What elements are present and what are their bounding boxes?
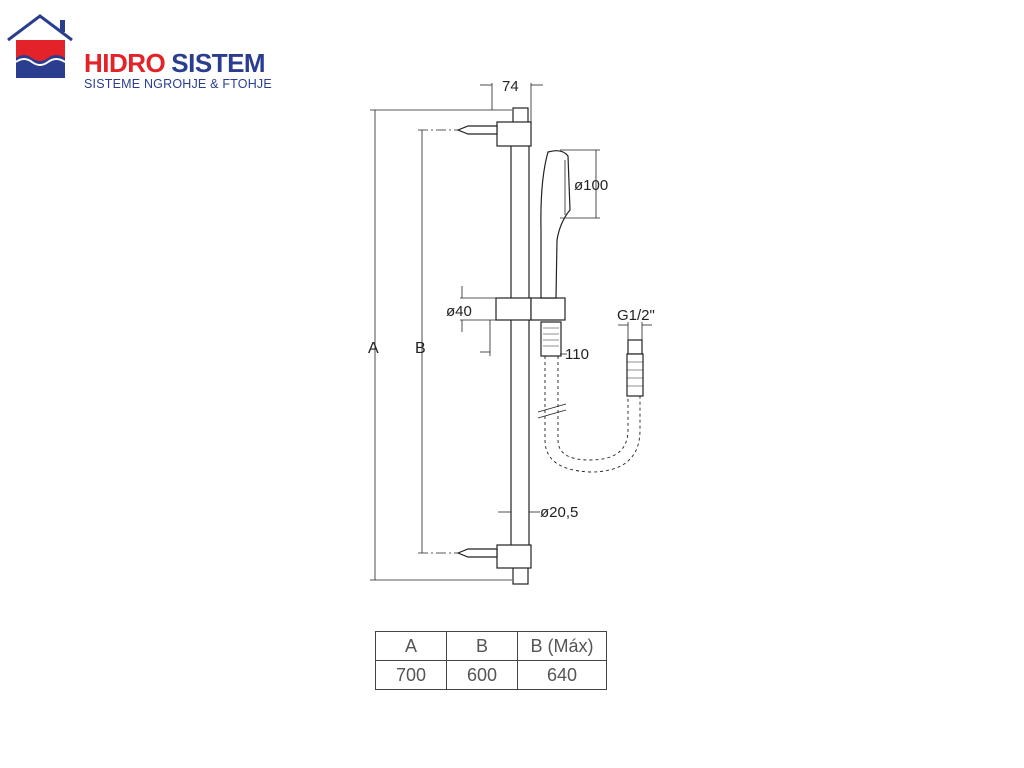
dimension-slider: ø40 xyxy=(446,286,496,356)
table-header: B xyxy=(446,631,518,661)
connector-label: G1/2" xyxy=(617,307,655,324)
dimension-head: ø100 xyxy=(560,149,608,219)
dimension-bar: ø20,5 xyxy=(498,504,578,521)
hose xyxy=(544,356,641,473)
slide-rail xyxy=(456,107,566,585)
table-cell: 700 xyxy=(375,660,447,690)
table-row: 700 600 640 xyxy=(375,660,607,690)
dimension-b: B xyxy=(415,129,470,554)
table-cell: 600 xyxy=(446,660,518,690)
hose-connector: G1/2" xyxy=(617,307,655,397)
hand-shower xyxy=(540,150,571,357)
slider-diameter-label: ø40 xyxy=(446,303,472,320)
dimensions-table: A B B (Máx) 700 600 640 xyxy=(375,631,607,690)
table-header: B (Máx) xyxy=(517,631,607,661)
table-header: A xyxy=(375,631,447,661)
house-logo-icon xyxy=(7,14,73,78)
head-diameter-label: ø100 xyxy=(574,177,608,194)
width-label: 74 xyxy=(502,78,519,95)
table-header-row: A B B (Máx) xyxy=(375,631,607,661)
hose-label: 110 xyxy=(565,346,589,363)
dim-b-label: B xyxy=(415,340,426,357)
table-cell: 640 xyxy=(517,660,607,690)
dim-a-label: A xyxy=(368,340,379,357)
dimension-a: A xyxy=(368,109,512,581)
brand-tagline: SISTEME NGROHJE & FTOHJE xyxy=(84,77,272,91)
bar-diameter-label: ø20,5 xyxy=(540,504,578,521)
